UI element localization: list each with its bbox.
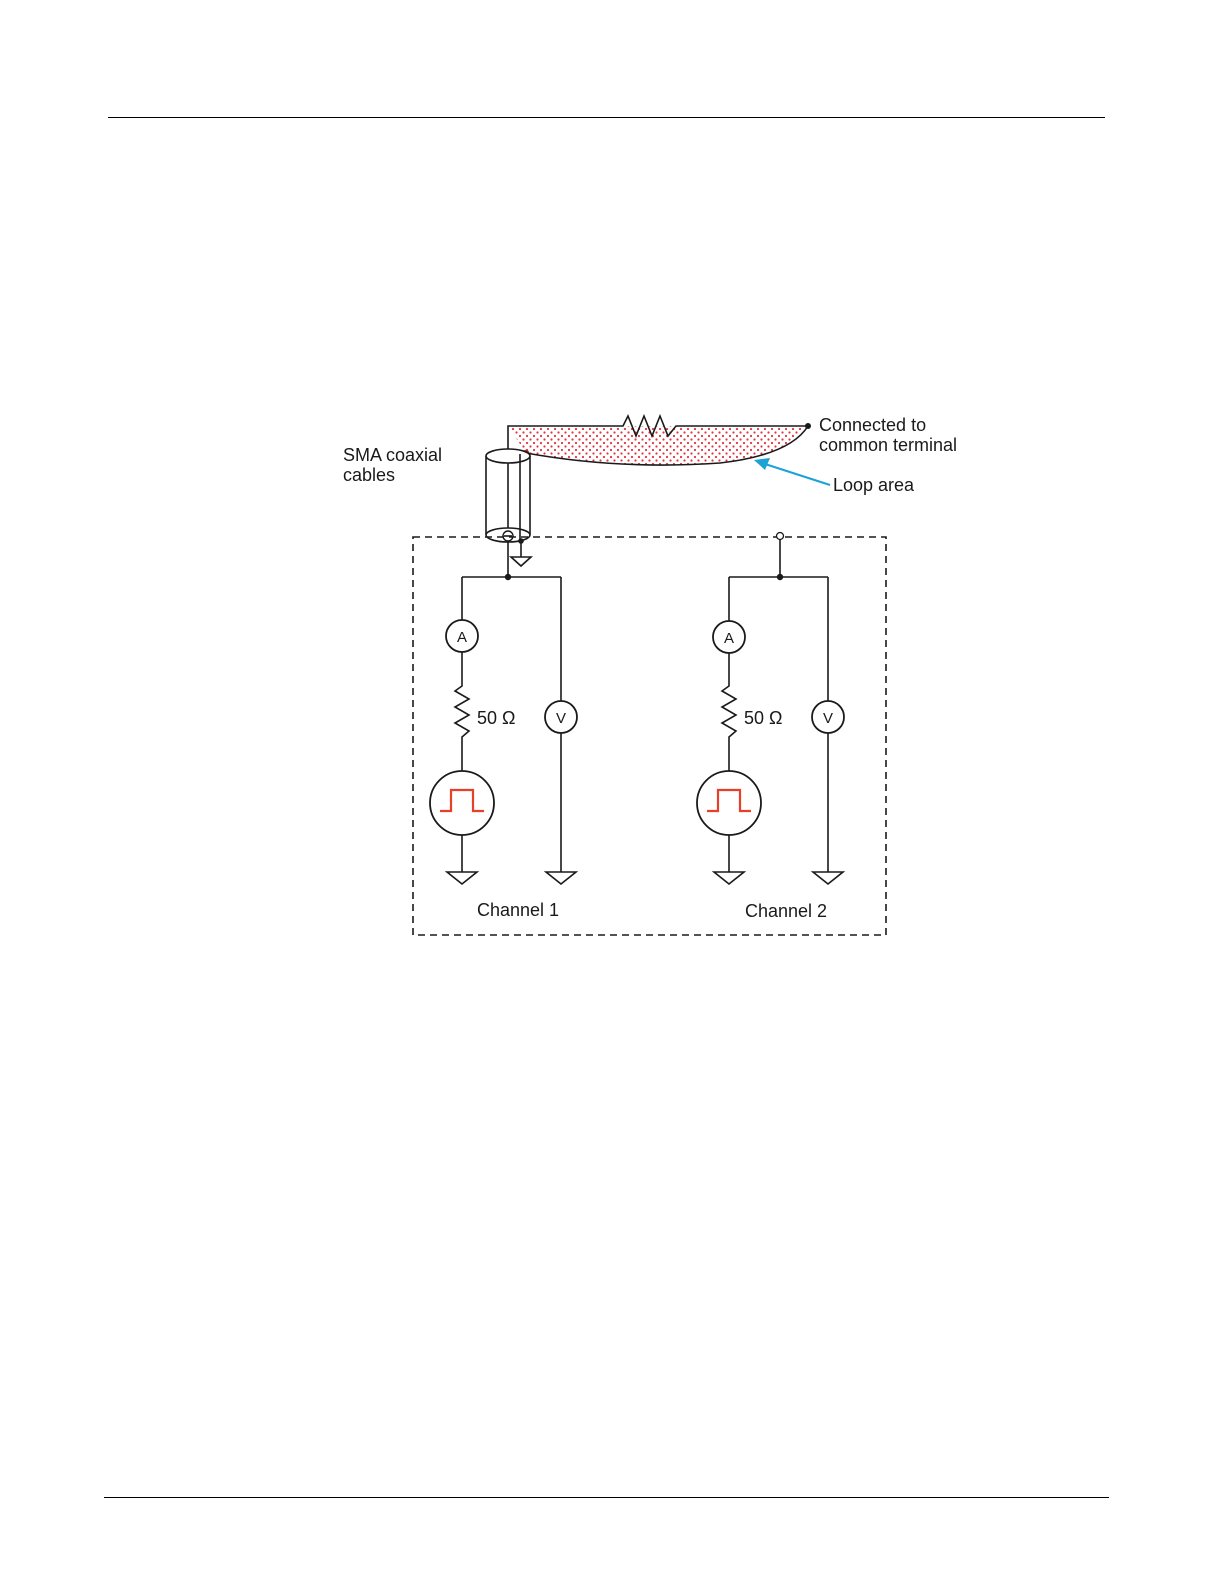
instrument-enclosure (413, 537, 886, 935)
common-terminal-node (805, 423, 811, 429)
channel1-node (505, 574, 511, 580)
ch1-voltmeter-label: V (556, 710, 566, 727)
loop-area-label: Loop area (833, 475, 915, 495)
connected-label-line1: Connected to (819, 415, 926, 435)
ground-triangle-icon (447, 872, 477, 884)
ground-triangle-icon (511, 557, 531, 566)
channel1-label: Channel 1 (477, 900, 559, 920)
pulse-source-icon (430, 771, 494, 835)
ch2-resistor-label: 50 Ω (744, 708, 782, 728)
ch1-ammeter-label: A (457, 629, 467, 646)
sma-label-line2: cables (343, 465, 395, 485)
sma-label-line1: SMA coaxial (343, 445, 442, 465)
connected-label-line2: common terminal (819, 435, 957, 455)
pulse-source-icon (697, 771, 761, 835)
ground-triangle-icon (813, 872, 843, 884)
ch2-ammeter-label: A (724, 630, 734, 647)
ground-triangle-icon (546, 872, 576, 884)
channel2-terminal (777, 533, 784, 540)
loop-area-arrow-line (765, 464, 830, 485)
channel2-label: Channel 2 (745, 901, 827, 921)
ch1-resistor-label: 50 Ω (477, 708, 515, 728)
channel2-node (777, 574, 783, 580)
ch2-voltmeter-label: V (823, 710, 833, 727)
ground-triangle-icon (714, 872, 744, 884)
